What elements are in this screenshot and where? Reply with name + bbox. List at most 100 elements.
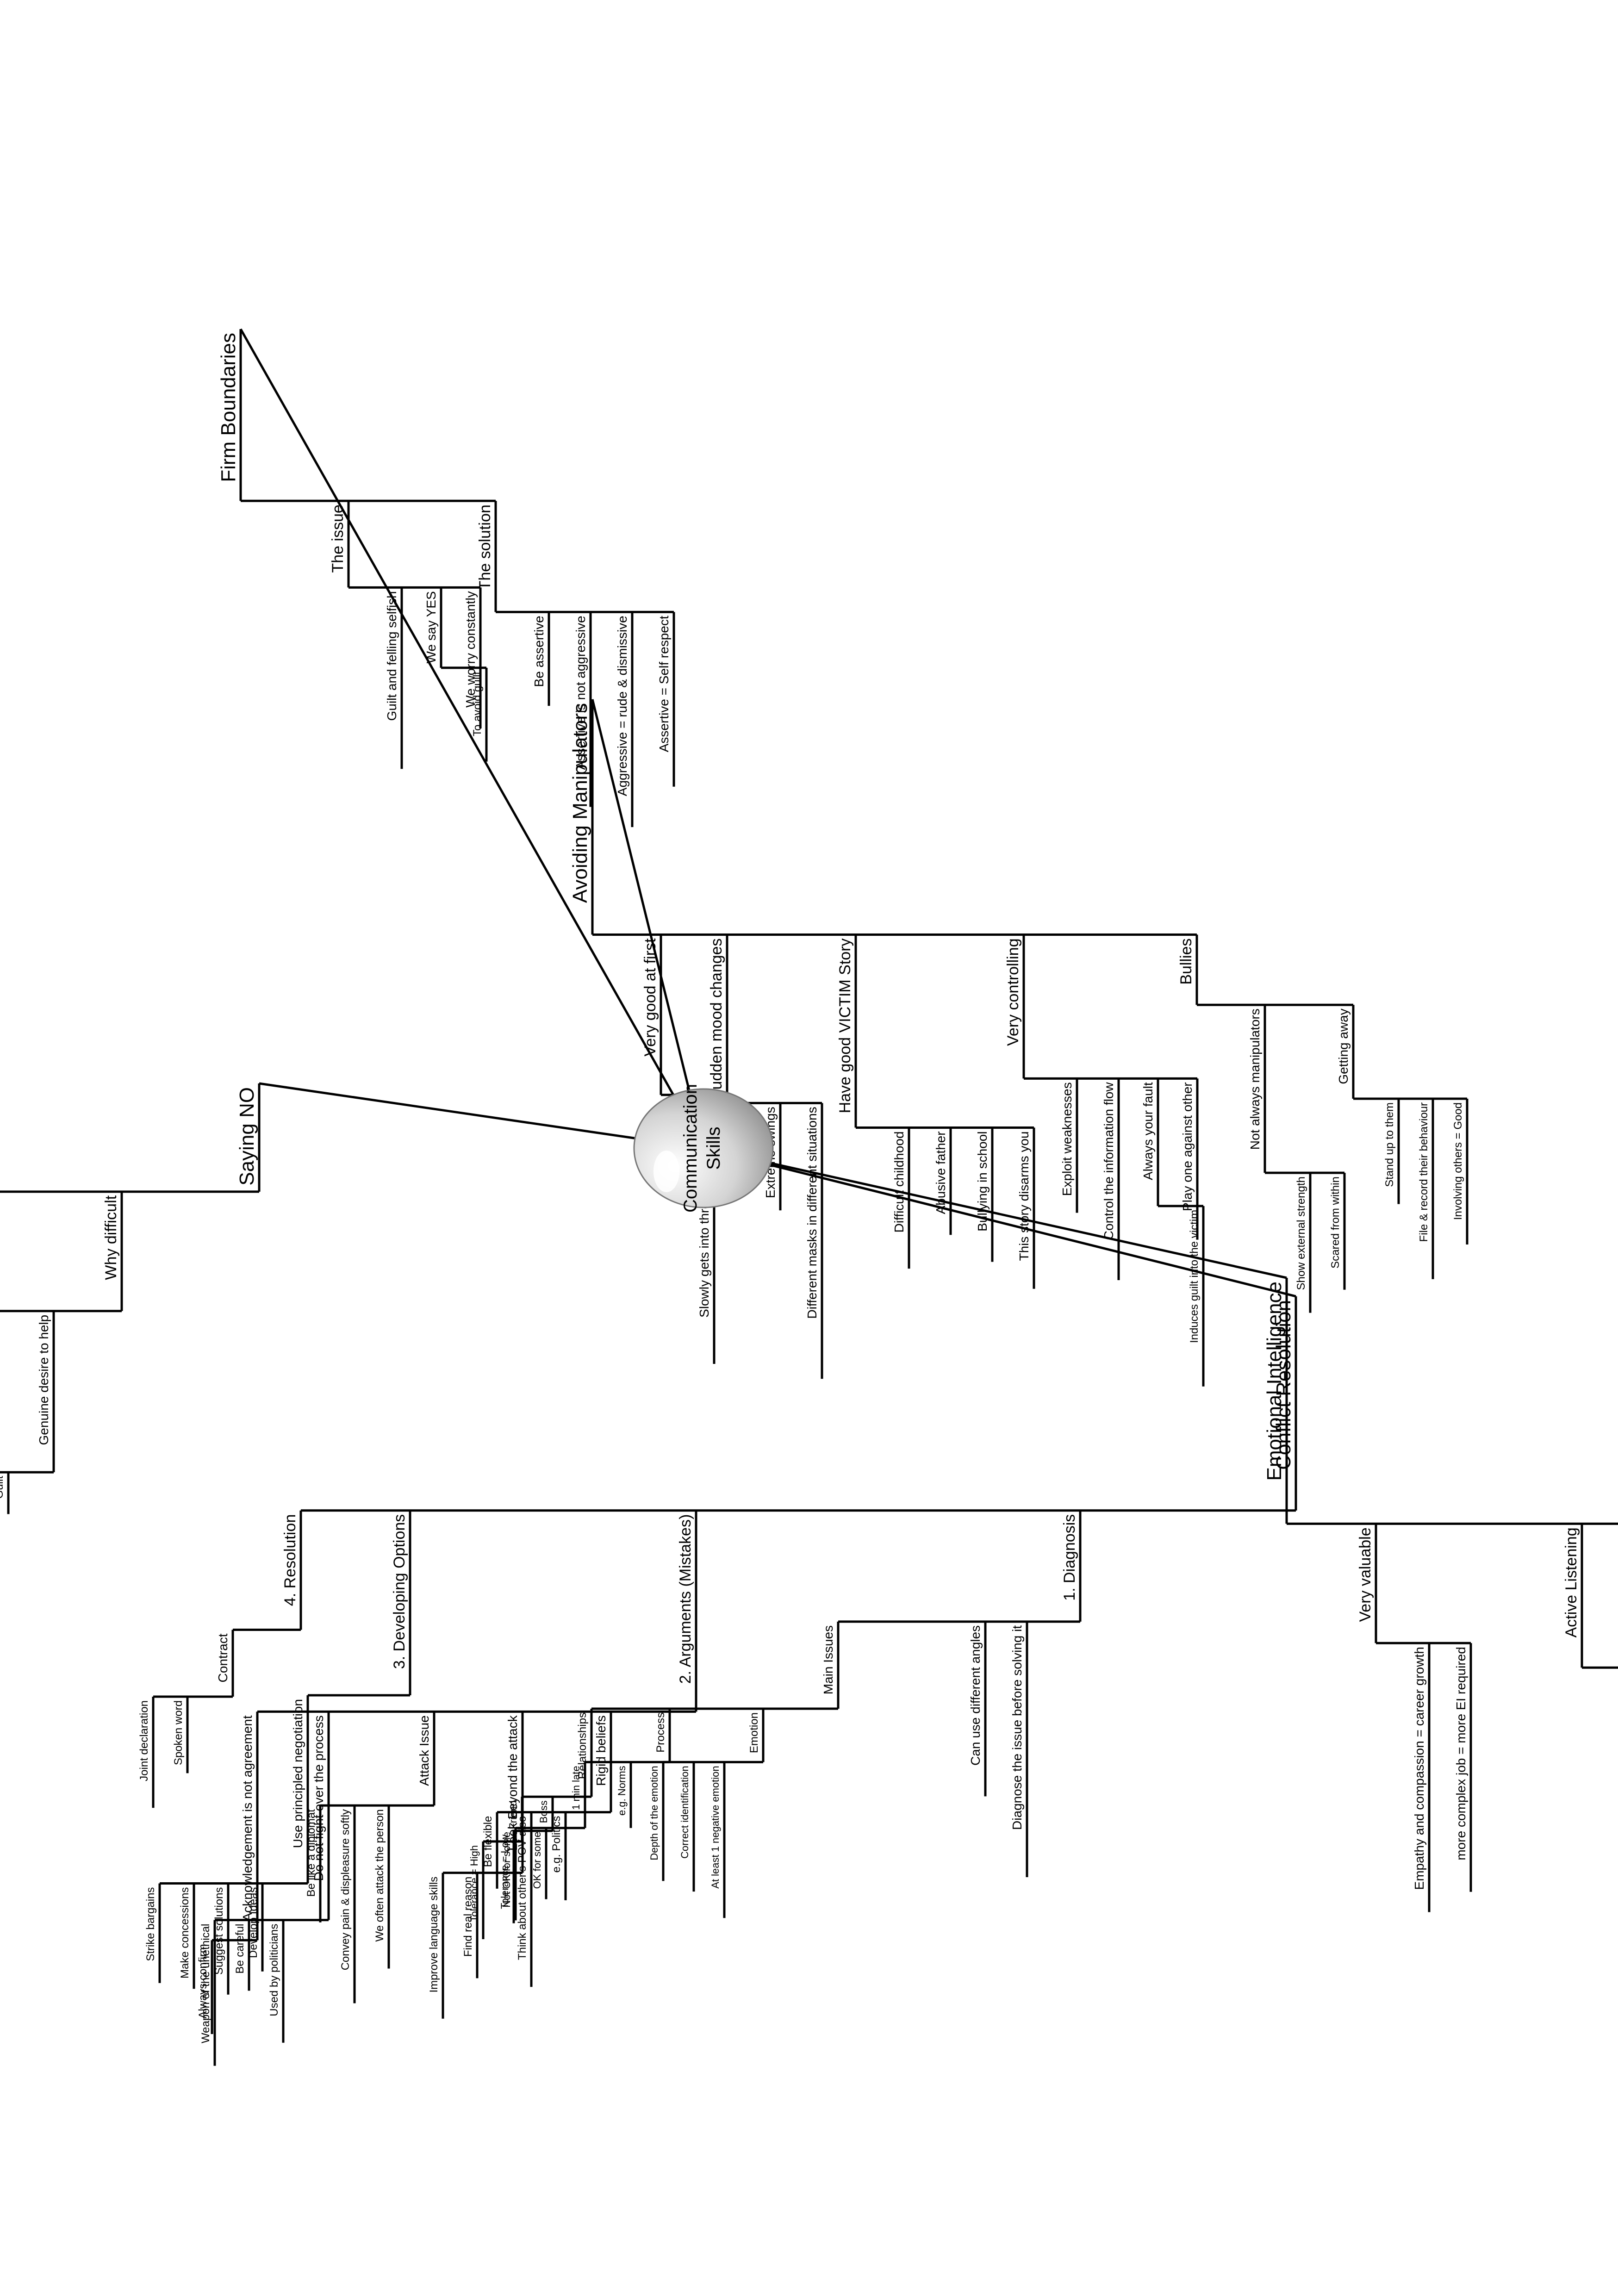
node-label-always-confirm: Always confirm bbox=[197, 1944, 209, 2018]
node-label-to-avoid-guilt: To avoid guilt bbox=[471, 672, 484, 736]
node-label-stand-up-to-them: Stand up to them bbox=[1383, 1102, 1396, 1187]
node-label-different-masks-in-different-situations: Different masks in different situations bbox=[805, 1107, 819, 1319]
node-label-why-difficult: Why difficult bbox=[102, 1195, 120, 1280]
node-label-emotion: Emotion bbox=[748, 1712, 760, 1753]
node-label-ok-for-some: OK for some bbox=[531, 1832, 543, 1889]
node-label-weapon-of-the-unethical: Weapon of the unethical bbox=[199, 1924, 212, 2043]
node-label-at-least-1-negative-emotion: At least 1 negative emotion bbox=[709, 1766, 721, 1888]
node-label-improve-language-skills: Improve language skills bbox=[428, 1877, 440, 1993]
node-label-assertive-is-not-aggressive: Assertive is not aggressive bbox=[573, 616, 588, 770]
node-label-make-concessions: Make concessions bbox=[179, 1887, 191, 1979]
central-title-line2: Skills bbox=[703, 1126, 724, 1170]
node-label-strike-bargains: Strike bargains bbox=[144, 1887, 157, 1961]
node-label-bullying-in-school: Bullying in school bbox=[975, 1131, 989, 1231]
node-label-relationships: Relationships bbox=[576, 1712, 589, 1779]
node-label-3-developing-options: 3. Developing Options bbox=[391, 1514, 408, 1669]
topic-label-firm-boundaries: Firm Boundaries bbox=[217, 333, 240, 482]
connector-avoiding-manipulators bbox=[591, 699, 705, 1149]
node-label-1-min-late: 1 min late bbox=[570, 1766, 582, 1810]
central-node: Communication Skills bbox=[633, 1084, 774, 1213]
node-label-exploit-weaknesses: Exploit weaknesses bbox=[1060, 1082, 1074, 1196]
node-label-can-use-different-angles: Can use different angles bbox=[968, 1625, 983, 1766]
node-label-we-say-yes: We say YES bbox=[424, 591, 438, 663]
node-label-1-diagnosis: 1. Diagnosis bbox=[1061, 1514, 1078, 1601]
node-label-depth-of-the-emotion: Depth of the emotion bbox=[648, 1766, 660, 1860]
node-label-more-complex-job-more-ei-required: more complex job = more EI required bbox=[1454, 1647, 1468, 1860]
node-label-not-always-manipulators: Not always manipulators bbox=[1248, 1008, 1262, 1150]
connector-firm-boundaries bbox=[239, 328, 705, 1149]
node-label-not-ok-for-some: Not OK for some bbox=[501, 1832, 512, 1908]
node-label-very-valuable: Very valuable bbox=[1357, 1527, 1374, 1622]
node-label-correct-identification: Correct identification bbox=[679, 1766, 691, 1859]
topic-label-avoiding-manipulators: Avoiding Manipulators bbox=[569, 703, 591, 903]
node-label-develop-ideas: Develop Ideas bbox=[247, 1887, 260, 1958]
node-label-empathy-and-compassion-career-growth: Empathy and compassion = career growth bbox=[1412, 1647, 1426, 1890]
node-label-induces-guilt-into-the-victim: Induces guilt into the victim bbox=[1188, 1210, 1201, 1343]
node-label-do-not-fight-over-the-process: Do not fight over the process bbox=[311, 1715, 326, 1881]
node-label-difficult-childhood: Difficult childhood bbox=[892, 1131, 906, 1232]
node-label-used-by-politicians: Used by politicians bbox=[268, 1924, 280, 2016]
node-label-the-issue: The issue bbox=[329, 504, 347, 572]
node-label-getting-away: Getting away bbox=[1336, 1008, 1350, 1084]
node-label-be-flexible: Be flexible bbox=[482, 1816, 494, 1867]
node-label-friend: Friend bbox=[507, 1800, 519, 1829]
node-label-very-controlling: Very controlling bbox=[1004, 938, 1022, 1045]
node-label-use-principled-negotiation: Use principled negotiation bbox=[291, 1699, 305, 1848]
node-label-main-issues: Main Issues bbox=[821, 1625, 835, 1694]
node-label-think-about-other-s-pov-also: Think about other's POV also bbox=[516, 1816, 529, 1960]
node-label-play-one-against-other: Play one against other bbox=[1180, 1082, 1195, 1211]
node-label-guilt: Guilt bbox=[0, 1476, 6, 1499]
node-label-find-real-reason: Find real reason bbox=[462, 1877, 474, 1957]
node-label-we-often-attack-the-person: We often attack the person bbox=[373, 1809, 386, 1941]
node-label-spoken-word: Spoken word bbox=[172, 1700, 185, 1765]
node-label-rigid-beliefs: Rigid beliefs bbox=[594, 1715, 608, 1786]
topic-label-saying-no: Saying NO bbox=[236, 1087, 258, 1186]
node-label-2-arguments-mistakes: 2. Arguments (Mistakes) bbox=[677, 1514, 694, 1684]
node-label-4-resolution: 4. Resolution bbox=[281, 1514, 299, 1606]
node-label-genuine-desire-to-help: Genuine desire to help bbox=[37, 1315, 51, 1445]
node-label-aggressive-rude-dismissive: Aggressive = rude & dismissive bbox=[615, 616, 629, 796]
connector-conflict-resolution bbox=[703, 1147, 1296, 1298]
node-label-scared-from-within: Scared from within bbox=[1329, 1176, 1342, 1269]
node-label-show-external-strength: Show external strength bbox=[1295, 1176, 1307, 1290]
node-label-tolerance-low: Tolerance = Low bbox=[499, 1835, 510, 1909]
node-label-control-the-information-flow: Control the information flow bbox=[1101, 1082, 1116, 1240]
node-label-boss: Boss bbox=[538, 1800, 549, 1823]
node-label-assertive-self-respect: Assertive = Self respect bbox=[657, 616, 671, 752]
node-label-abusive-father: Abusive father bbox=[933, 1131, 948, 1214]
node-label-involving-others-good: Involving others = Good bbox=[1452, 1102, 1464, 1220]
node-label-file-record-their-behaviour: File & record their behaviour bbox=[1418, 1102, 1430, 1242]
node-label-convey-pain-displeasure-softly: Convey pain & displeasure softly bbox=[339, 1809, 352, 1970]
node-label-suggest-solutions: Suggest solutions bbox=[213, 1887, 225, 1975]
node-label-bullies: Bullies bbox=[1177, 938, 1195, 984]
node-label-we-worry-constantly: We worry constantly bbox=[463, 591, 478, 708]
topic-label-conflict-resolution: Conflict Resolution bbox=[1272, 1300, 1295, 1470]
node-label-always-your-fault: Always your fault bbox=[1141, 1082, 1155, 1180]
node-label-sudden-mood-changes: Sudden mood changes bbox=[708, 938, 725, 1100]
node-label-be-like-a-diplomat: Be like a diplomat bbox=[305, 1809, 317, 1897]
node-label-have-good-victim-story: Have good VICTIM Story bbox=[836, 938, 854, 1113]
node-label-diagnose-the-issue-before-solving-it: Diagnose the issue before solving it bbox=[1010, 1625, 1024, 1830]
node-label-look-beyond-the-attack: Look Beyond the attack bbox=[505, 1715, 520, 1851]
connector-lines bbox=[239, 328, 1296, 1298]
node-label-process: Process bbox=[654, 1712, 667, 1753]
central-title-line1: Communication bbox=[680, 1084, 701, 1213]
node-label-be-assertive: Be assertive bbox=[532, 616, 546, 687]
node-label-the-solution: The solution bbox=[476, 504, 494, 590]
connector-saying-no bbox=[259, 1082, 704, 1150]
node-label-guilt-and-felling-selfish: Guilt and felling selfish bbox=[385, 591, 399, 721]
node-label-contract: Contract bbox=[216, 1633, 230, 1682]
node-label-very-good-at-first: Very good at first bbox=[641, 938, 659, 1057]
topic-label-emotional-intelligence: Emotional Intelligence bbox=[1263, 1282, 1286, 1481]
node-label-be-careful: Be careful bbox=[234, 1924, 246, 1974]
node-label-active-listening: Active Listening bbox=[1562, 1527, 1580, 1637]
node-label-tolerance-high: Tolerance = High bbox=[468, 1845, 480, 1922]
underline-bars bbox=[0, 329, 1618, 2066]
node-label-e-g-politics: e.g. Politics bbox=[550, 1816, 563, 1873]
node-label-attack-issue: Attack Issue bbox=[417, 1715, 431, 1786]
node-label-joint-declaration: Joint declaration bbox=[138, 1700, 150, 1781]
